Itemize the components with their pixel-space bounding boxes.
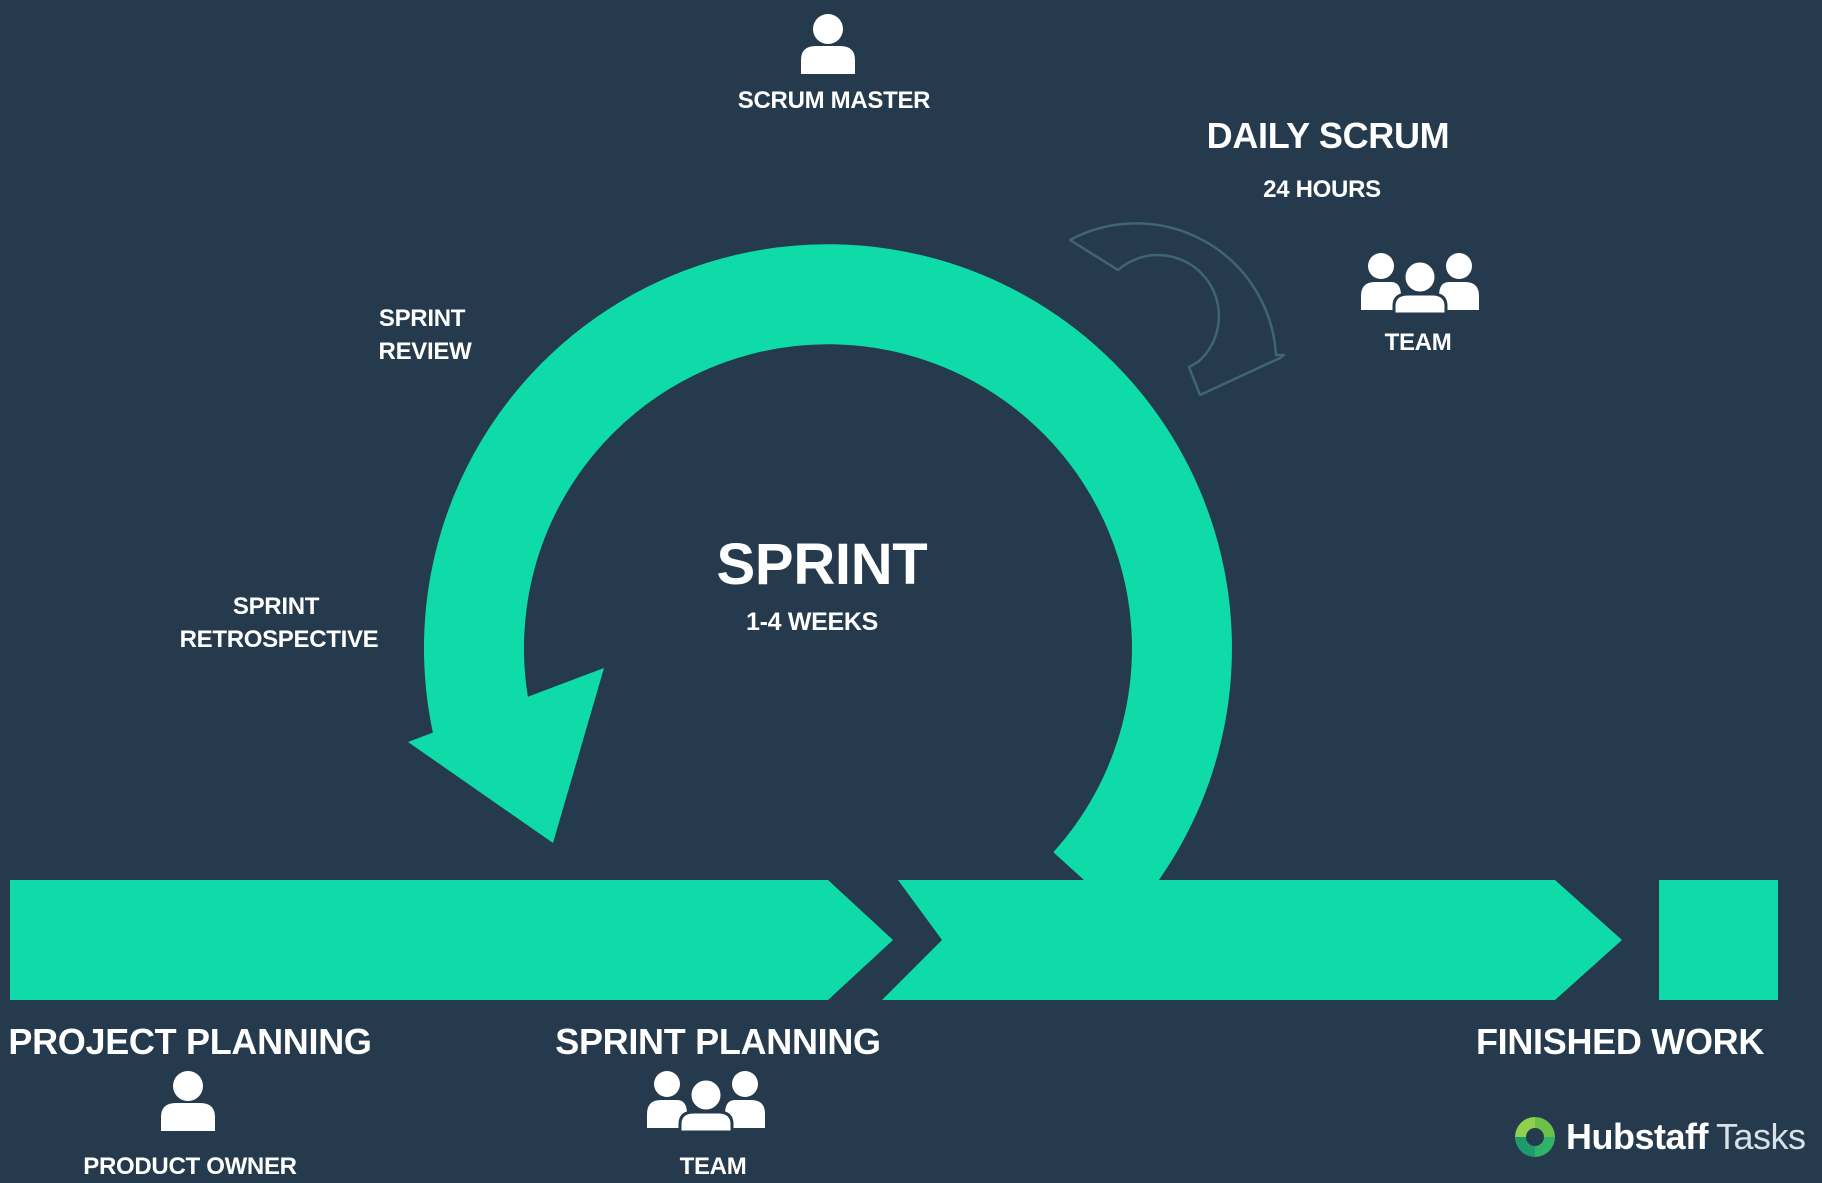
- logo-product: Tasks: [1716, 1116, 1806, 1157]
- sprint-title: SPRINT: [716, 532, 928, 597]
- finished-work-title: FINISHED WORK: [1475, 1021, 1765, 1062]
- daily-scrum-duration: 24 HOURS: [1263, 176, 1381, 203]
- sprint-loop-ring: [424, 244, 1232, 920]
- logo-name: Hubstaff: [1566, 1116, 1709, 1157]
- hubstaff-logo-icon: [1515, 1117, 1555, 1157]
- daily-scrum-arrow: [1068, 222, 1286, 397]
- team-icon: [647, 1071, 765, 1132]
- project-planning-title: PROJECT PLANNING: [8, 1021, 372, 1062]
- sprint-retrospective-label-line2: RETROSPECTIVE: [179, 626, 379, 653]
- finished-work-block: [1659, 880, 1778, 1000]
- sprint-planning-team-label: TEAM: [679, 1153, 747, 1180]
- sprint-loop-arrowhead: [408, 668, 604, 843]
- sprint-review-label-line1: SPRINT: [378, 305, 466, 332]
- daily-scrum-team-label: TEAM: [1384, 329, 1452, 356]
- daily-scrum-title: DAILY SCRUM: [1206, 115, 1450, 156]
- hubstaff-tasks-logo: Hubstaff Tasks: [1512, 1114, 1806, 1160]
- sprint-duration: 1-4 WEEKS: [745, 608, 879, 636]
- scrum-master-label: SCRUM MASTER: [737, 87, 931, 114]
- sprint-planning-title: SPRINT PLANNING: [555, 1021, 881, 1062]
- person-icon: [801, 14, 855, 74]
- product-owner-label: PRODUCT OWNER: [83, 1153, 297, 1180]
- sprint-output-bar: [882, 880, 1622, 1000]
- team-icon: [1361, 253, 1479, 314]
- project-planning-bar: [10, 880, 893, 1000]
- person-icon: [161, 1071, 215, 1131]
- sprint-review-label-line2: REVIEW: [378, 338, 472, 365]
- sprint-retrospective-label-line1: SPRINT: [232, 593, 320, 620]
